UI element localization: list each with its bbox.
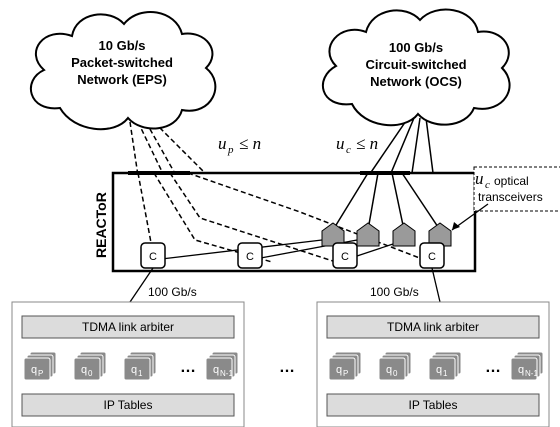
callout-var: u	[475, 169, 484, 188]
queue-card-front	[510, 357, 538, 381]
queue-label: q	[131, 364, 137, 376]
queue-card-front	[328, 357, 356, 381]
ocs-links-inner	[332, 172, 441, 231]
queue-label: q	[336, 364, 342, 376]
iptables-bar	[21, 393, 235, 417]
circulator-3-label: C	[341, 251, 349, 263]
ocs-inner-2	[367, 172, 379, 231]
up-rel: ≤ n	[239, 134, 261, 153]
queue-subscript: P	[38, 369, 43, 378]
link-right-label: 100 Gb/s	[370, 285, 419, 299]
callout-line2: transceivers	[478, 190, 543, 204]
eps-inner-3	[169, 172, 337, 263]
eps-type: Packet-switched	[71, 55, 173, 70]
transceiver-3	[392, 222, 416, 247]
reactor-label: REACToR	[93, 192, 109, 258]
queue-subscript: 0	[88, 369, 93, 378]
between-hosts-ellipsis: …	[279, 359, 295, 376]
uc-sub: c	[346, 144, 351, 156]
eps-speed: 10 Gb/s	[99, 38, 146, 53]
uplink-left	[129, 267, 154, 303]
reactor-box	[111, 171, 477, 273]
queue-label: q	[81, 364, 87, 376]
up-sub: p	[227, 144, 234, 156]
queue-card-front	[23, 357, 51, 381]
queue-card-front	[378, 357, 406, 381]
queue-subscript: 1	[138, 369, 143, 378]
eps-name: Network (EPS)	[77, 72, 167, 87]
queue-label: q	[518, 364, 524, 376]
transceiver-2	[356, 222, 380, 247]
ocs-type: Circuit-switched	[365, 57, 466, 72]
queue-subscript: P	[343, 369, 348, 378]
queue-subscript: 1	[443, 369, 448, 378]
iptables-label: IP Tables	[409, 398, 458, 412]
ocs-inner-1	[332, 172, 369, 231]
queue-label: q	[386, 364, 392, 376]
queue-label: q	[436, 364, 442, 376]
circulator-4-label: C	[428, 251, 436, 263]
queue-label: q	[213, 364, 219, 376]
eps-inner-4	[187, 172, 431, 263]
iptables-label: IP Tables	[104, 398, 153, 412]
tdma-arbiter-label: TDMA link arbiter	[82, 320, 174, 334]
queue-subscript: 0	[393, 369, 398, 378]
eps-inner-1	[137, 172, 153, 249]
up-var: u	[218, 134, 227, 153]
ocs-inner-4	[401, 172, 441, 231]
optical-transceivers	[321, 222, 452, 247]
iptables-bar	[326, 393, 540, 417]
eps-link-3	[145, 121, 337, 263]
queue-card-front	[205, 357, 233, 381]
ocs-inner-3	[391, 172, 405, 231]
queue-card-front	[123, 357, 151, 381]
tdma-arbiter-bar	[326, 315, 540, 339]
ocs-name: Network (OCS)	[370, 74, 462, 89]
callout-box	[473, 166, 560, 212]
uplink-right	[431, 267, 441, 303]
transceiver-callout: u c optical transceivers	[451, 166, 560, 231]
queue-label: q	[31, 364, 37, 376]
tdma-arbiter-label: TDMA link arbiter	[387, 320, 479, 334]
callout-sub: c	[485, 179, 490, 191]
callout-line1: optical	[494, 174, 529, 188]
queue-subscript: N-1	[220, 369, 233, 378]
queue-card-front	[73, 357, 101, 381]
queue-ellipsis: …	[180, 359, 196, 376]
uc-var: u	[336, 134, 345, 153]
ocs-cloud	[321, 8, 511, 127]
queue-card-front	[428, 357, 456, 381]
queue-subscript: N-1	[525, 369, 538, 378]
circulators: C C C C	[140, 242, 445, 269]
circulator-2-label: C	[246, 251, 254, 263]
circulator-2	[237, 242, 263, 269]
tdma-arbiter-bar	[21, 315, 235, 339]
circulator-1-label: C	[149, 251, 157, 263]
circulator-3	[332, 242, 358, 269]
transceiver-1	[321, 222, 345, 247]
callout-arrowhead	[452, 222, 460, 230]
eps-cloud	[29, 10, 217, 131]
queue-ellipsis: …	[485, 359, 501, 376]
uc-constraint-label: u c ≤ n	[336, 134, 378, 156]
link-left-label: 100 Gb/s	[148, 285, 197, 299]
ocs-speed: 100 Gb/s	[389, 40, 443, 55]
up-constraint-label: u p ≤ n	[218, 134, 261, 156]
uc-rel: ≤ n	[356, 134, 378, 153]
